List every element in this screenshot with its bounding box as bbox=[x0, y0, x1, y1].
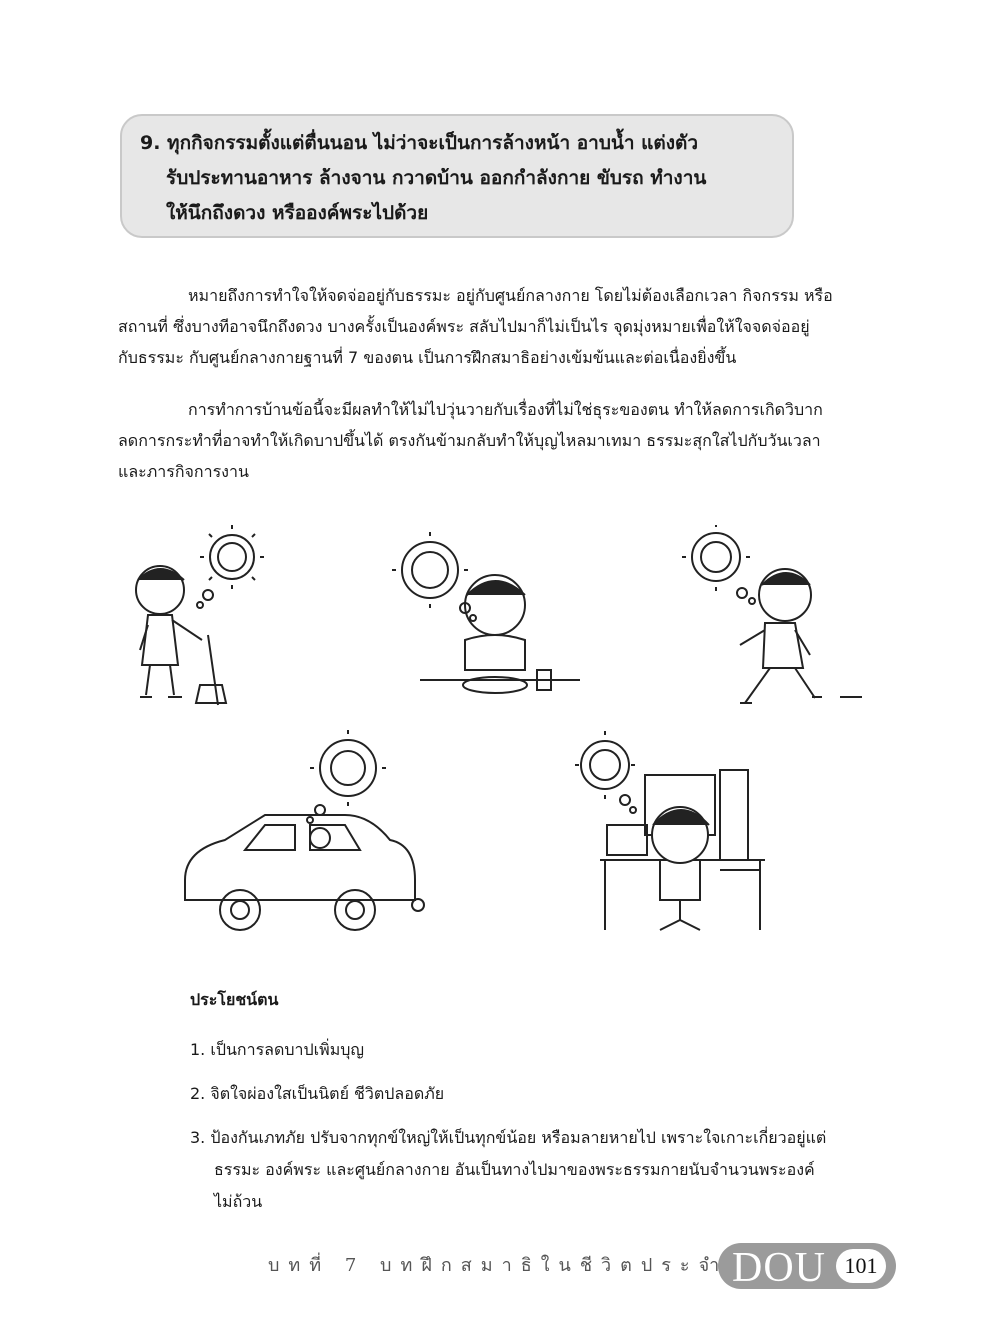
paragraph-1: หมายถึงการทำใจให้จดจ่ออยู่กับธรรมะ อยู่ก… bbox=[118, 280, 896, 373]
boy-at-computer-illustration bbox=[575, 731, 765, 931]
callout-line-3: ให้นึกถึงดวง หรือองค์พระไปด้วย bbox=[166, 202, 429, 224]
callout-box: 9. ทุกกิจกรรมตั้งแต่ตื่นนอน ไม่ว่าจะเป็น… bbox=[120, 114, 794, 238]
paragraph-1-line-2: สถานที่ ซึ่งบางทีอาจนึกถึงดวง บางครั้งเป… bbox=[118, 317, 810, 336]
benefit-item-3-line-2: ธรรมะ องค์พระ และศูนย์กลางกาย อันเป็นทาง… bbox=[214, 1160, 815, 1179]
paragraph-1-line-3: กับธรรมะ กับศูนย์กลางกายฐานที่ 7 ของตน เ… bbox=[118, 348, 737, 367]
footer-chapter-text: บทที่ 7 บทฝึกสมาธิในชีวิตประจำวัน bbox=[268, 1255, 769, 1276]
callout-line-1: 9. ทุกกิจกรรมตั้งแต่ตื่นนอน ไม่ว่าจะเป็น… bbox=[140, 132, 699, 154]
thought-bubble-icon bbox=[682, 525, 756, 605]
paragraph-1-line-1: หมายถึงการทำใจให้จดจ่ออยู่กับธรรมะ อยู่ก… bbox=[188, 286, 833, 305]
benefit-item-1: 1. เป็นการลดบาปเพิ่มบุญ bbox=[190, 1040, 365, 1059]
footer-badge: DOU 101 bbox=[718, 1243, 896, 1291]
benefits-title: ประโยชน์ตน bbox=[190, 990, 279, 1009]
thought-bubble-icon bbox=[575, 731, 637, 814]
boy-running-illustration bbox=[682, 525, 862, 704]
paragraph-2-line-1: การทำการบ้านข้อนี้จะมีผลทำให้ไม่ไปวุ่นวา… bbox=[188, 400, 823, 419]
boy-sweeping-illustration bbox=[135, 525, 264, 706]
boy-driving-car-illustration bbox=[184, 730, 425, 931]
benefit-item-2: 2. จิตใจผ่องใสเป็นนิตย์ ชีวิตปลอดภัย bbox=[190, 1084, 445, 1103]
thought-bubble-icon bbox=[392, 532, 477, 622]
benefit-item-3-line-3: ไม่ถ้วน bbox=[214, 1192, 263, 1211]
boy-eating-illustration bbox=[392, 532, 580, 694]
benefit-item-3-line-1: 3. ป้องกันเภทภัย ปรับจากทุกข์ใหญ่ให้เป็น… bbox=[190, 1128, 827, 1147]
paragraph-2-line-3: และภารกิจการงาน bbox=[118, 462, 249, 481]
paragraph-2-line-2: ลดการกระทำที่อาจทำให้เกิดบาปขึ้นได้ ตรงก… bbox=[118, 431, 821, 450]
thought-bubble-icon bbox=[196, 525, 264, 609]
brand-logo: DOU bbox=[732, 1245, 826, 1291]
callout-line-2: รับประทานอาหาร ล้างจาน กวาดบ้าน ออกกำลัง… bbox=[166, 167, 707, 189]
page-number: 101 bbox=[836, 1249, 886, 1283]
thought-bubble-icon bbox=[306, 730, 386, 824]
paragraph-2: การทำการบ้านข้อนี้จะมีผลทำให้ไม่ไปวุ่นวา… bbox=[118, 394, 896, 487]
